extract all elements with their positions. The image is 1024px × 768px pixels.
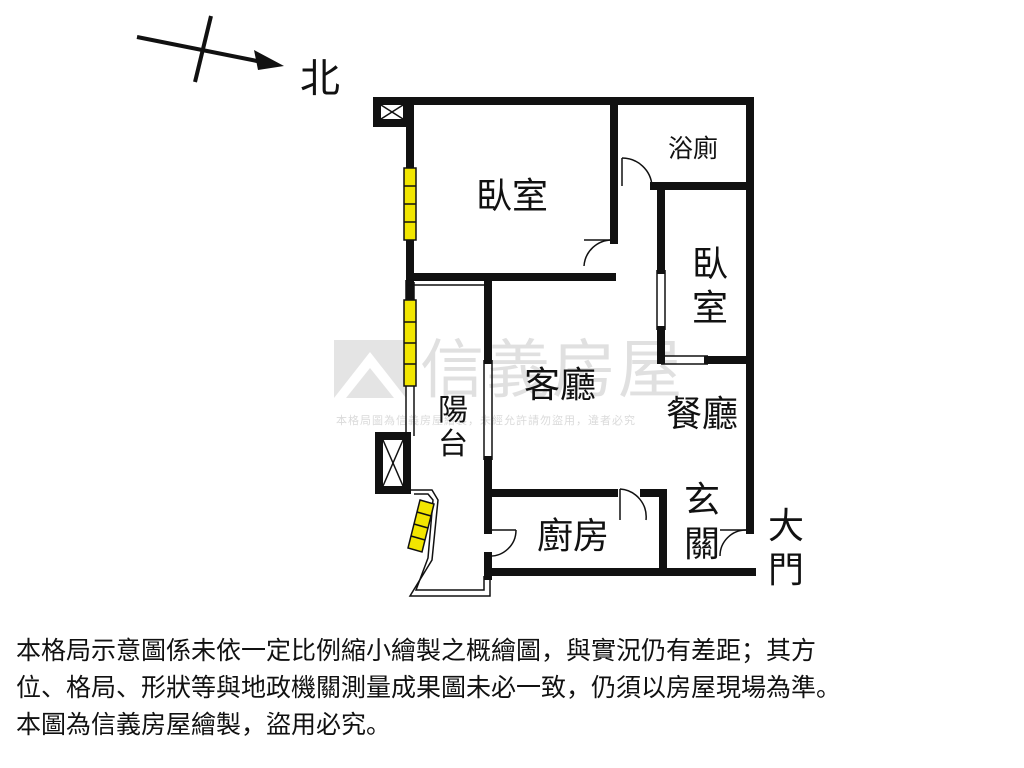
bedroom-2-label-1: 臥 (692, 244, 728, 285)
dining-room-label: 餐廳 (666, 394, 738, 435)
balcony-label-1: 陽 (438, 393, 468, 428)
kitchen-label: 廚房 (537, 516, 609, 557)
utility-shaft-icon (380, 104, 404, 487)
windows (403, 167, 435, 553)
balcony-label-2: 台 (438, 427, 468, 462)
north-arrow-icon (136, 15, 284, 83)
watermark-notice: 本格局圖為信義房屋繪製，未經允許請勿盜用，違者必究 (336, 413, 636, 427)
north-label: 北 (300, 56, 340, 102)
walls (373, 97, 756, 580)
foyer-label-2: 關 (684, 524, 720, 565)
thin-walls (405, 270, 708, 597)
disclaimer-line-3: 本圖為信義房屋繪製，盜用必究。 (16, 710, 392, 739)
disclaimer-line-1: 本格局示意圖係未依一定比例縮小繪製之概繪圖，與實況仍有差距；其方 (16, 636, 817, 665)
bathroom-label: 浴廁 (668, 134, 718, 163)
doors (487, 157, 747, 557)
floor-plan: 信義房屋 本格局圖為信義房屋繪製，未經允許請勿盜用，違者必究 北 (136, 15, 804, 597)
watermark: 信義房屋 本格局圖為信義房屋繪製，未經允許請勿盜用，違者必究 (334, 334, 684, 427)
disclaimer: 本格局示意圖係未依一定比例縮小繪製之概繪圖，與實況仍有差距；其方 位、格局、形狀… (16, 632, 1008, 743)
disclaimer-line-2: 位、格局、形狀等與地政機關測量成果圖未必一致，仍須以房屋現場為準。 (16, 673, 842, 702)
watermark-brand: 信義房屋 (420, 334, 684, 408)
brand-logo-icon (334, 340, 406, 398)
bedroom-2-label-2: 室 (692, 288, 728, 329)
bedroom-1-label: 臥室 (476, 176, 548, 217)
foyer-label-1: 玄 (684, 480, 720, 521)
main-door-label-2: 門 (768, 550, 804, 591)
room-labels: 臥室 浴廁 臥 室 客廳 餐廳 陽 台 廚房 玄 關 大 門 (438, 134, 804, 591)
living-room-label: 客廳 (524, 365, 596, 406)
main-door-label-1: 大 (768, 506, 804, 547)
